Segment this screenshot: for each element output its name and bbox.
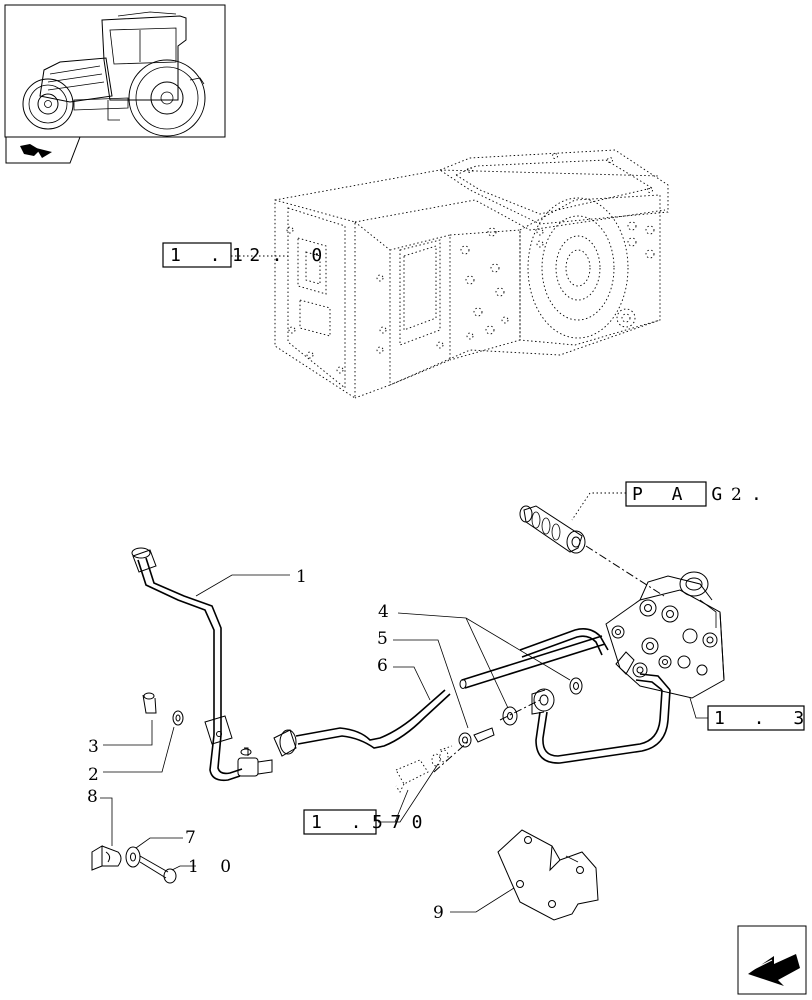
bracket-9 <box>497 829 599 921</box>
control-valve <box>605 571 725 699</box>
callout-10: 1 0 <box>188 857 239 877</box>
callout-6: 6 <box>377 656 388 676</box>
valve-ref[interactable]: 1 . 3 3 . <box>707 705 812 731</box>
bolt-5 <box>458 727 495 748</box>
washer-4a <box>502 706 518 726</box>
valve-pipe-loop <box>519 628 671 764</box>
callout-9: 9 <box>433 903 444 923</box>
callout-5: 5 <box>377 629 388 649</box>
page-ref-number: 2 <box>731 485 742 505</box>
tractor-thumbnail-icon[interactable] <box>4 4 226 138</box>
clamp-8 <box>91 845 122 871</box>
callout-3: 3 <box>88 737 99 757</box>
dotted-coupler <box>395 745 453 793</box>
transmission-ref[interactable]: 1 . 2 1 . 0 <box>162 242 331 268</box>
coupler-ref[interactable]: 1 . 7 5 0 <box>303 809 432 835</box>
callout-8: 8 <box>87 787 98 807</box>
transmission-ref-prefix: 1 . 2 <box>170 245 269 266</box>
page-ref-label: P A G . <box>632 484 771 505</box>
coupler-ref-prefix: 1 . 7 <box>311 812 410 833</box>
coupler-ref-suffix: 5 0 <box>372 812 432 833</box>
bolt-3 <box>142 692 157 714</box>
callout-1: 1 <box>296 567 307 587</box>
transmission-ref-suffix: 1 . 0 <box>232 245 331 266</box>
bolt-10 <box>139 855 177 884</box>
valve-ref-label: 1 . 3 3 . <box>714 708 812 729</box>
washer-7 <box>125 846 141 868</box>
next-page-arrow-icon[interactable] <box>737 925 807 995</box>
callout-2: 2 <box>88 765 99 785</box>
callout-7: 7 <box>185 828 196 848</box>
page-ref[interactable]: P A G . 2 <box>625 481 771 507</box>
washer-2 <box>172 710 184 726</box>
transmission-housing <box>274 149 669 399</box>
callouts: 1 2 3 4 5 6 7 8 9 1 0 <box>87 567 444 923</box>
washer-4b <box>569 677 583 695</box>
callout-4: 4 <box>378 602 389 622</box>
leader-lines <box>100 492 708 913</box>
quick-coupler <box>519 505 586 554</box>
pipe-6 <box>459 635 606 689</box>
pipe-1 <box>131 547 451 782</box>
assembly-axis-line <box>585 545 665 597</box>
catalog-book-icon[interactable] <box>5 136 81 164</box>
